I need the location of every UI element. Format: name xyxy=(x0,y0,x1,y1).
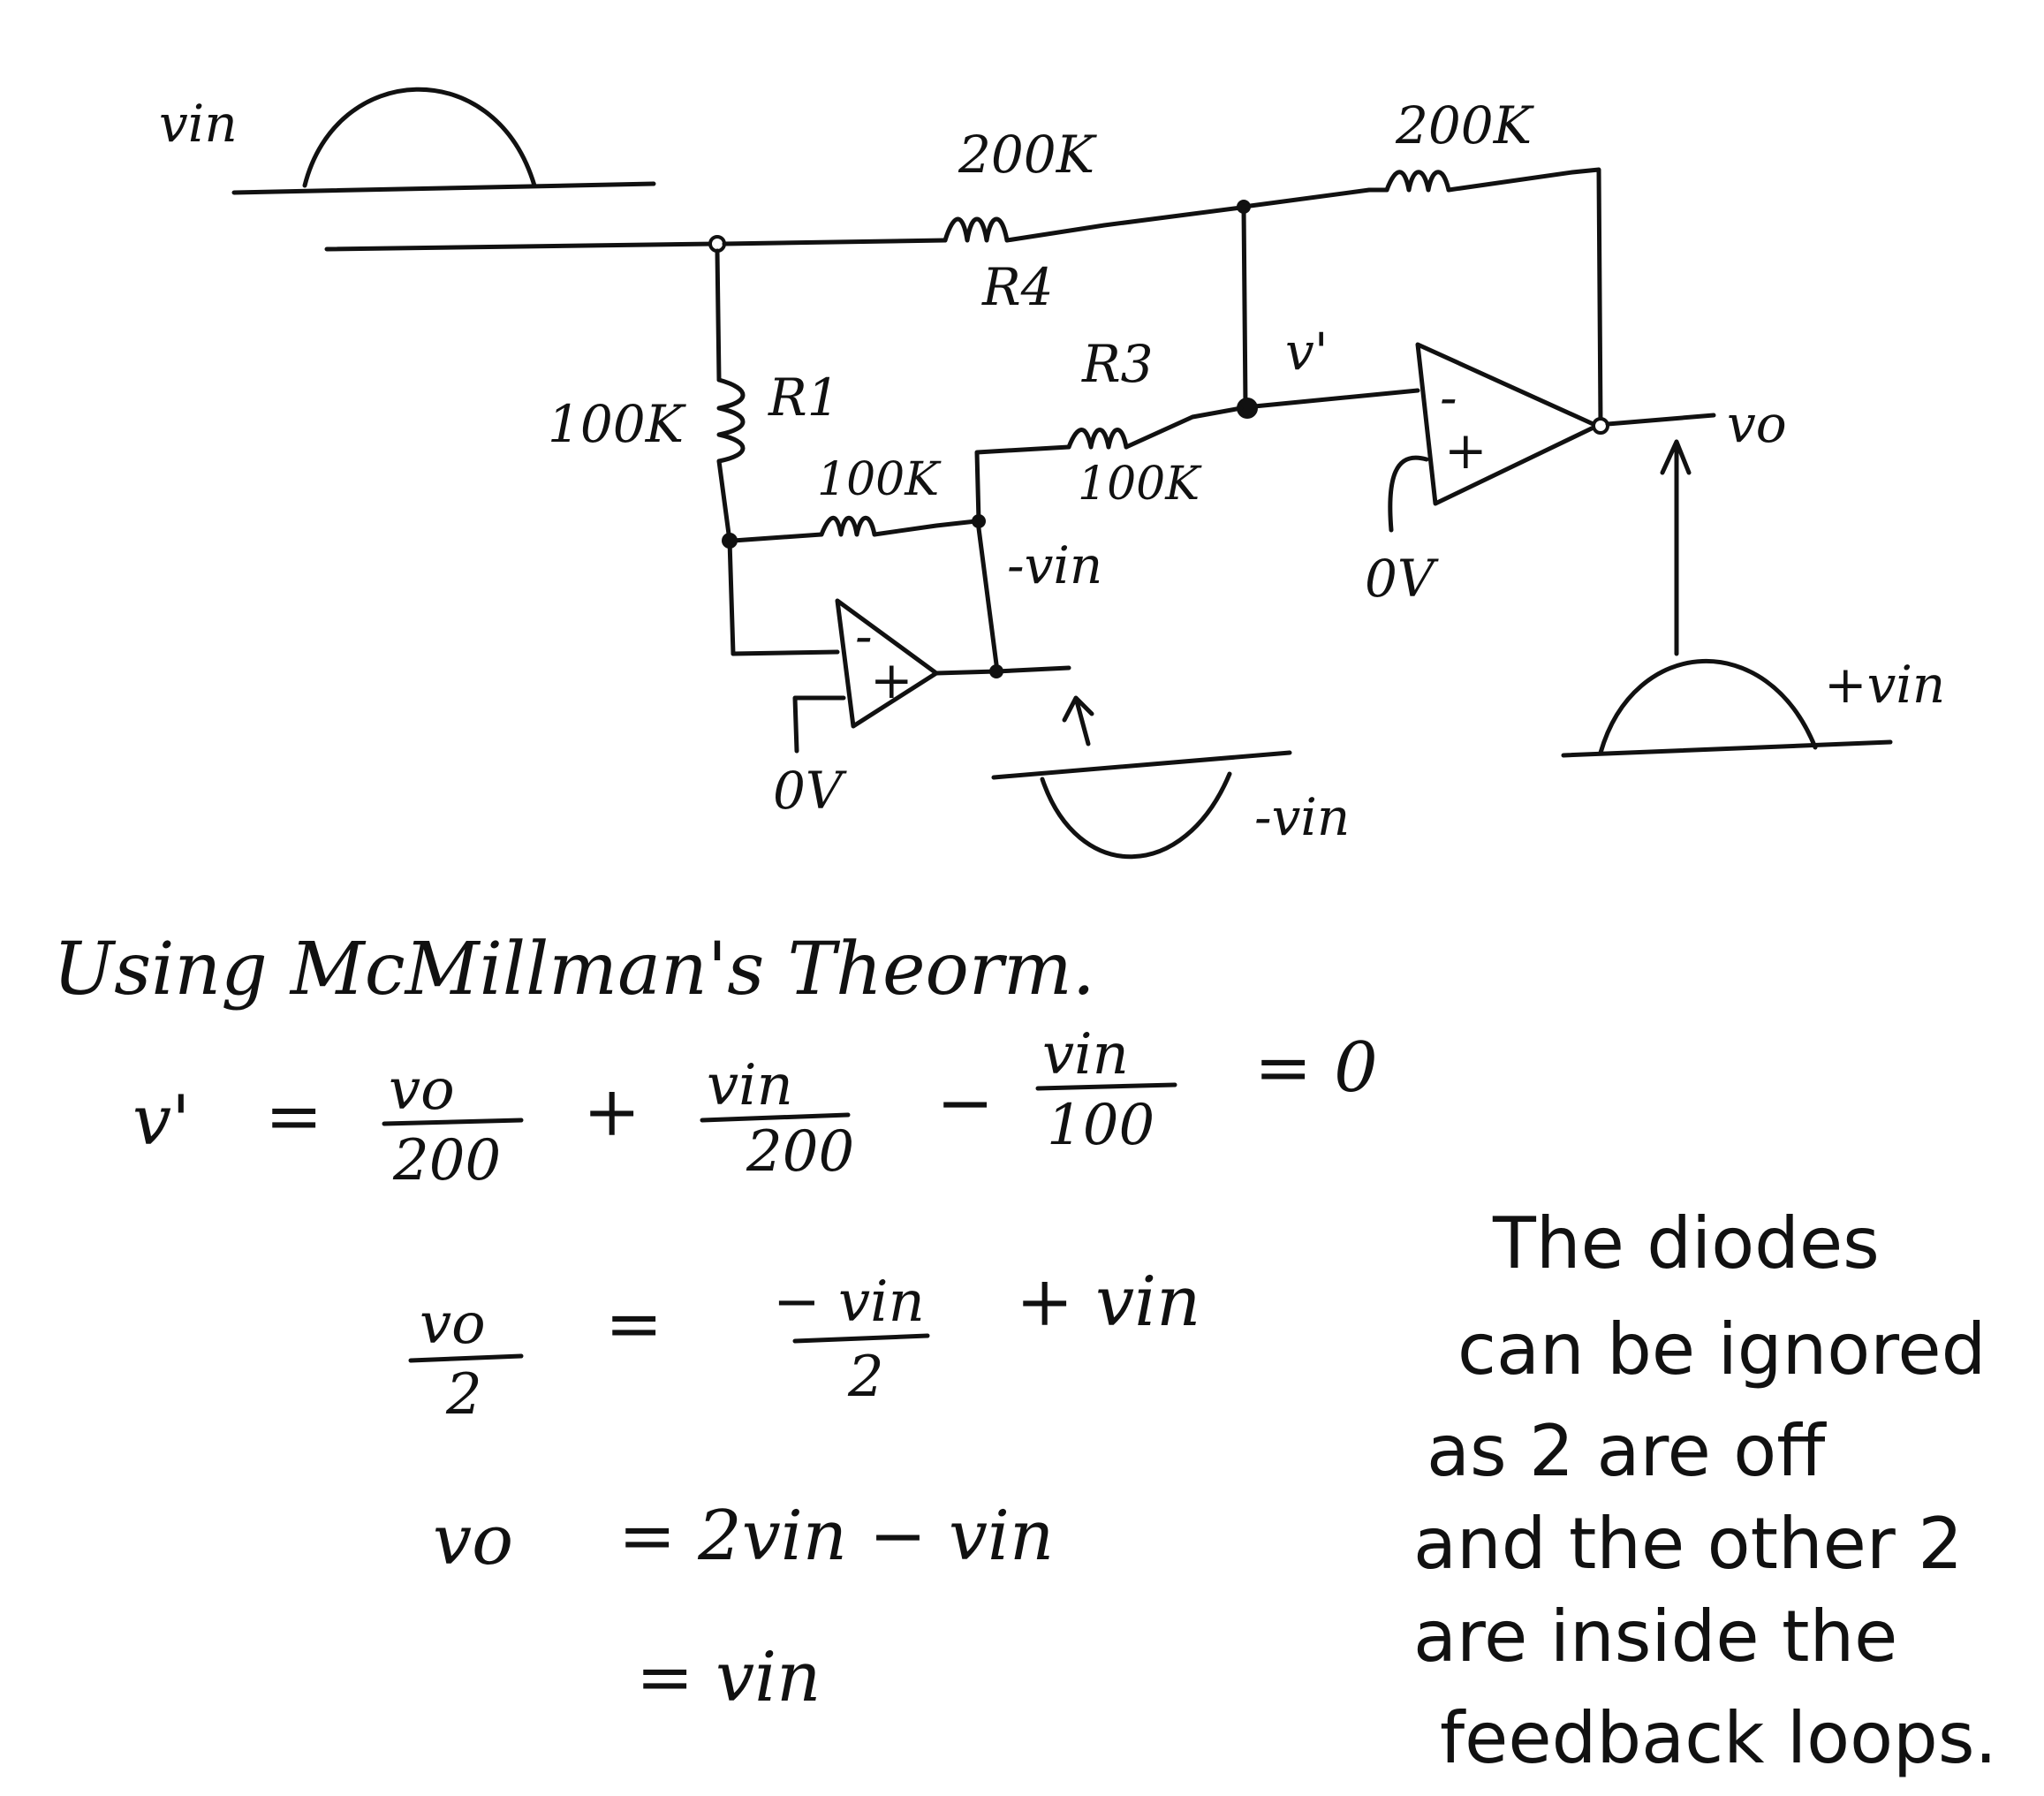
opamp2-minus-sign: - xyxy=(1440,368,1457,428)
opamp2-plus-ground xyxy=(1388,455,1429,533)
note-line-3: as 2 are off xyxy=(1427,1410,1827,1492)
ov-left-label: 0V xyxy=(773,761,847,821)
r4-wire-left xyxy=(722,238,948,246)
eq1-rhs: = 0 xyxy=(1254,1028,1378,1108)
opamp2-triangle xyxy=(1415,342,1600,506)
opamp1-minus-sign: - xyxy=(855,606,873,666)
rf-wire-right xyxy=(1446,167,1603,427)
output-node xyxy=(1592,417,1609,435)
equation-2: vo 2 = − vin 2 + vin xyxy=(408,1262,1200,1428)
opamp2-minus-wire xyxy=(1252,388,1420,409)
vprime-label: v' xyxy=(1285,322,1329,382)
eq1-op2: − xyxy=(936,1064,994,1143)
vprime-vertical xyxy=(1241,204,1248,409)
eq3-rhs: = 2vin − vin xyxy=(618,1497,1054,1576)
vin-input-label: vin xyxy=(159,94,238,154)
eq1-t2-num: vin xyxy=(707,1053,793,1118)
r3-wire-right xyxy=(1124,405,1244,450)
ov-right-label: 0V xyxy=(1365,549,1439,609)
note-line-2: can be ignored xyxy=(1457,1308,1986,1391)
eq1-t1-num: vo xyxy=(389,1057,455,1123)
r3-name-label: R3 xyxy=(1081,334,1154,394)
eq2-lhs-den: 2 xyxy=(445,1362,482,1428)
eq2-lhs-num: vo xyxy=(420,1292,486,1357)
neg-vin-arrow xyxy=(1062,695,1094,746)
eq1-t2-den: 200 xyxy=(746,1119,854,1185)
r4-resistor xyxy=(943,216,1010,243)
opamp1-plus-sign: + xyxy=(870,650,913,710)
derivation-title: Using McMillman's Theorm. xyxy=(53,928,1095,1012)
r1-wire-bottom xyxy=(716,458,736,656)
note-line-1: The diodes xyxy=(1492,1202,1880,1284)
eq4-rhs: = vin xyxy=(636,1638,821,1717)
r1-name-label: R1 xyxy=(768,368,840,428)
note-line-5: are inside the xyxy=(1413,1595,1897,1678)
equation-4: = vin xyxy=(636,1638,821,1717)
eq2-rest: + vin xyxy=(1016,1262,1200,1342)
opamp1-plus-ground xyxy=(792,695,846,754)
input-wire xyxy=(324,241,718,252)
r4-value-label: 200K xyxy=(958,125,1098,185)
r1-value-label: 100K xyxy=(548,394,687,454)
neg-vin-wave-label: -vin xyxy=(1254,787,1350,847)
r2-resistor xyxy=(819,515,877,537)
equation-1: v' = vo 200 + vin 200 − vin 100 = 0 xyxy=(132,1022,1378,1194)
neg-vin-node-label: -vin xyxy=(1007,535,1102,595)
opamp1-feedback-vertical xyxy=(976,526,999,667)
rf-wire-left xyxy=(1241,187,1389,209)
opamp1-minus-wire xyxy=(731,649,840,656)
eq1-t1-den: 200 xyxy=(392,1128,501,1194)
output-arrow xyxy=(1660,439,1692,656)
eq2-t1-num: − vin xyxy=(773,1269,925,1335)
eq1-op1: + xyxy=(583,1072,640,1152)
r1-wire-top xyxy=(715,248,722,383)
vprime-node xyxy=(1237,398,1258,419)
pos-vin-label: +vin xyxy=(1824,655,1945,715)
r1-node xyxy=(722,533,738,549)
r2-value-label: 100K xyxy=(817,453,942,506)
diode-note: The diodes can be ignored as 2 are off a… xyxy=(1413,1202,1997,1779)
r3-resistor xyxy=(1066,428,1129,450)
eq1-lhs: v' xyxy=(132,1081,191,1161)
r1-resistor xyxy=(716,377,746,464)
neg-vin-waveform xyxy=(991,750,1292,860)
eq1-t3-den: 100 xyxy=(1047,1093,1154,1158)
equation-3: vo = 2vin − vin xyxy=(433,1497,1054,1580)
r3-vertical xyxy=(974,444,1071,524)
opamp1-triangle xyxy=(835,598,939,729)
eq1-equals: = xyxy=(265,1077,322,1156)
eq2-t1-den: 2 xyxy=(847,1345,884,1410)
eq2-equals: = xyxy=(605,1284,662,1364)
r2-wire-right xyxy=(872,519,979,537)
input-waveform xyxy=(231,87,656,195)
eq1-t3-num: vin xyxy=(1042,1022,1129,1087)
note-line-4: and the other 2 xyxy=(1413,1503,1963,1585)
opamp2-plus-sign: + xyxy=(1444,421,1488,481)
r4-name-label: R4 xyxy=(981,257,1054,317)
r4-wire-right xyxy=(1004,205,1244,243)
rf-value-label: 200K xyxy=(1395,95,1535,155)
output-wire xyxy=(1605,413,1716,427)
rf-resistor xyxy=(1384,170,1451,193)
pos-vin-waveform xyxy=(1561,658,1893,758)
r3-value-label: 100K xyxy=(1078,458,1202,511)
r2-wire-left xyxy=(731,532,824,543)
opamp1-output-node xyxy=(989,664,1003,678)
note-line-6: feedback loops. xyxy=(1440,1697,1997,1779)
eq3-lhs: vo xyxy=(433,1501,513,1580)
vo-label: vo xyxy=(1727,394,1787,454)
